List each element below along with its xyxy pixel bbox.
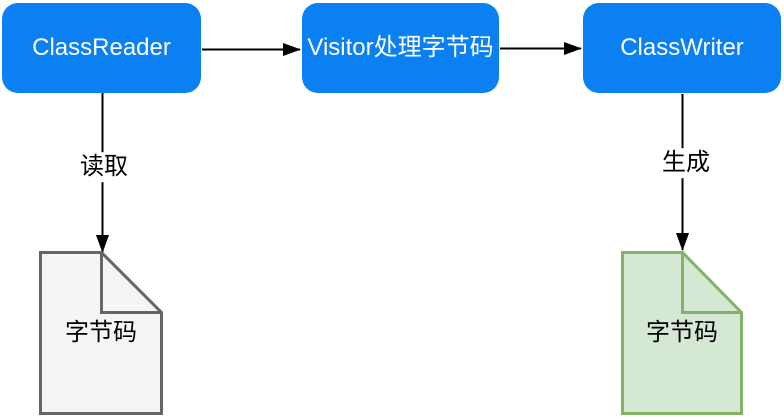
note-body bbox=[39, 251, 163, 415]
node-classreader-label: ClassReader bbox=[32, 33, 171, 61]
node-classreader: ClassReader bbox=[2, 3, 201, 93]
edge-label-generate: 生成 bbox=[659, 148, 713, 178]
node-classwriter: ClassWriter bbox=[583, 3, 781, 93]
note-shape-input-bytecode bbox=[39, 251, 163, 415]
edge-label-read: 读取 bbox=[77, 152, 131, 182]
node-visitor-process-bytecode: Visitor处理字节码 bbox=[302, 3, 499, 93]
note-label-output-bytecode: 字节码 bbox=[646, 318, 718, 346]
note-fold-corner bbox=[681, 252, 742, 314]
node-classwriter-label: ClassWriter bbox=[620, 33, 744, 61]
note-fold-corner bbox=[100, 252, 162, 314]
node-visitor-label: Visitor处理字节码 bbox=[307, 33, 494, 61]
note-body bbox=[621, 251, 743, 415]
note-label-input-bytecode: 字节码 bbox=[65, 318, 137, 346]
note-shape-output-bytecode bbox=[621, 251, 743, 415]
